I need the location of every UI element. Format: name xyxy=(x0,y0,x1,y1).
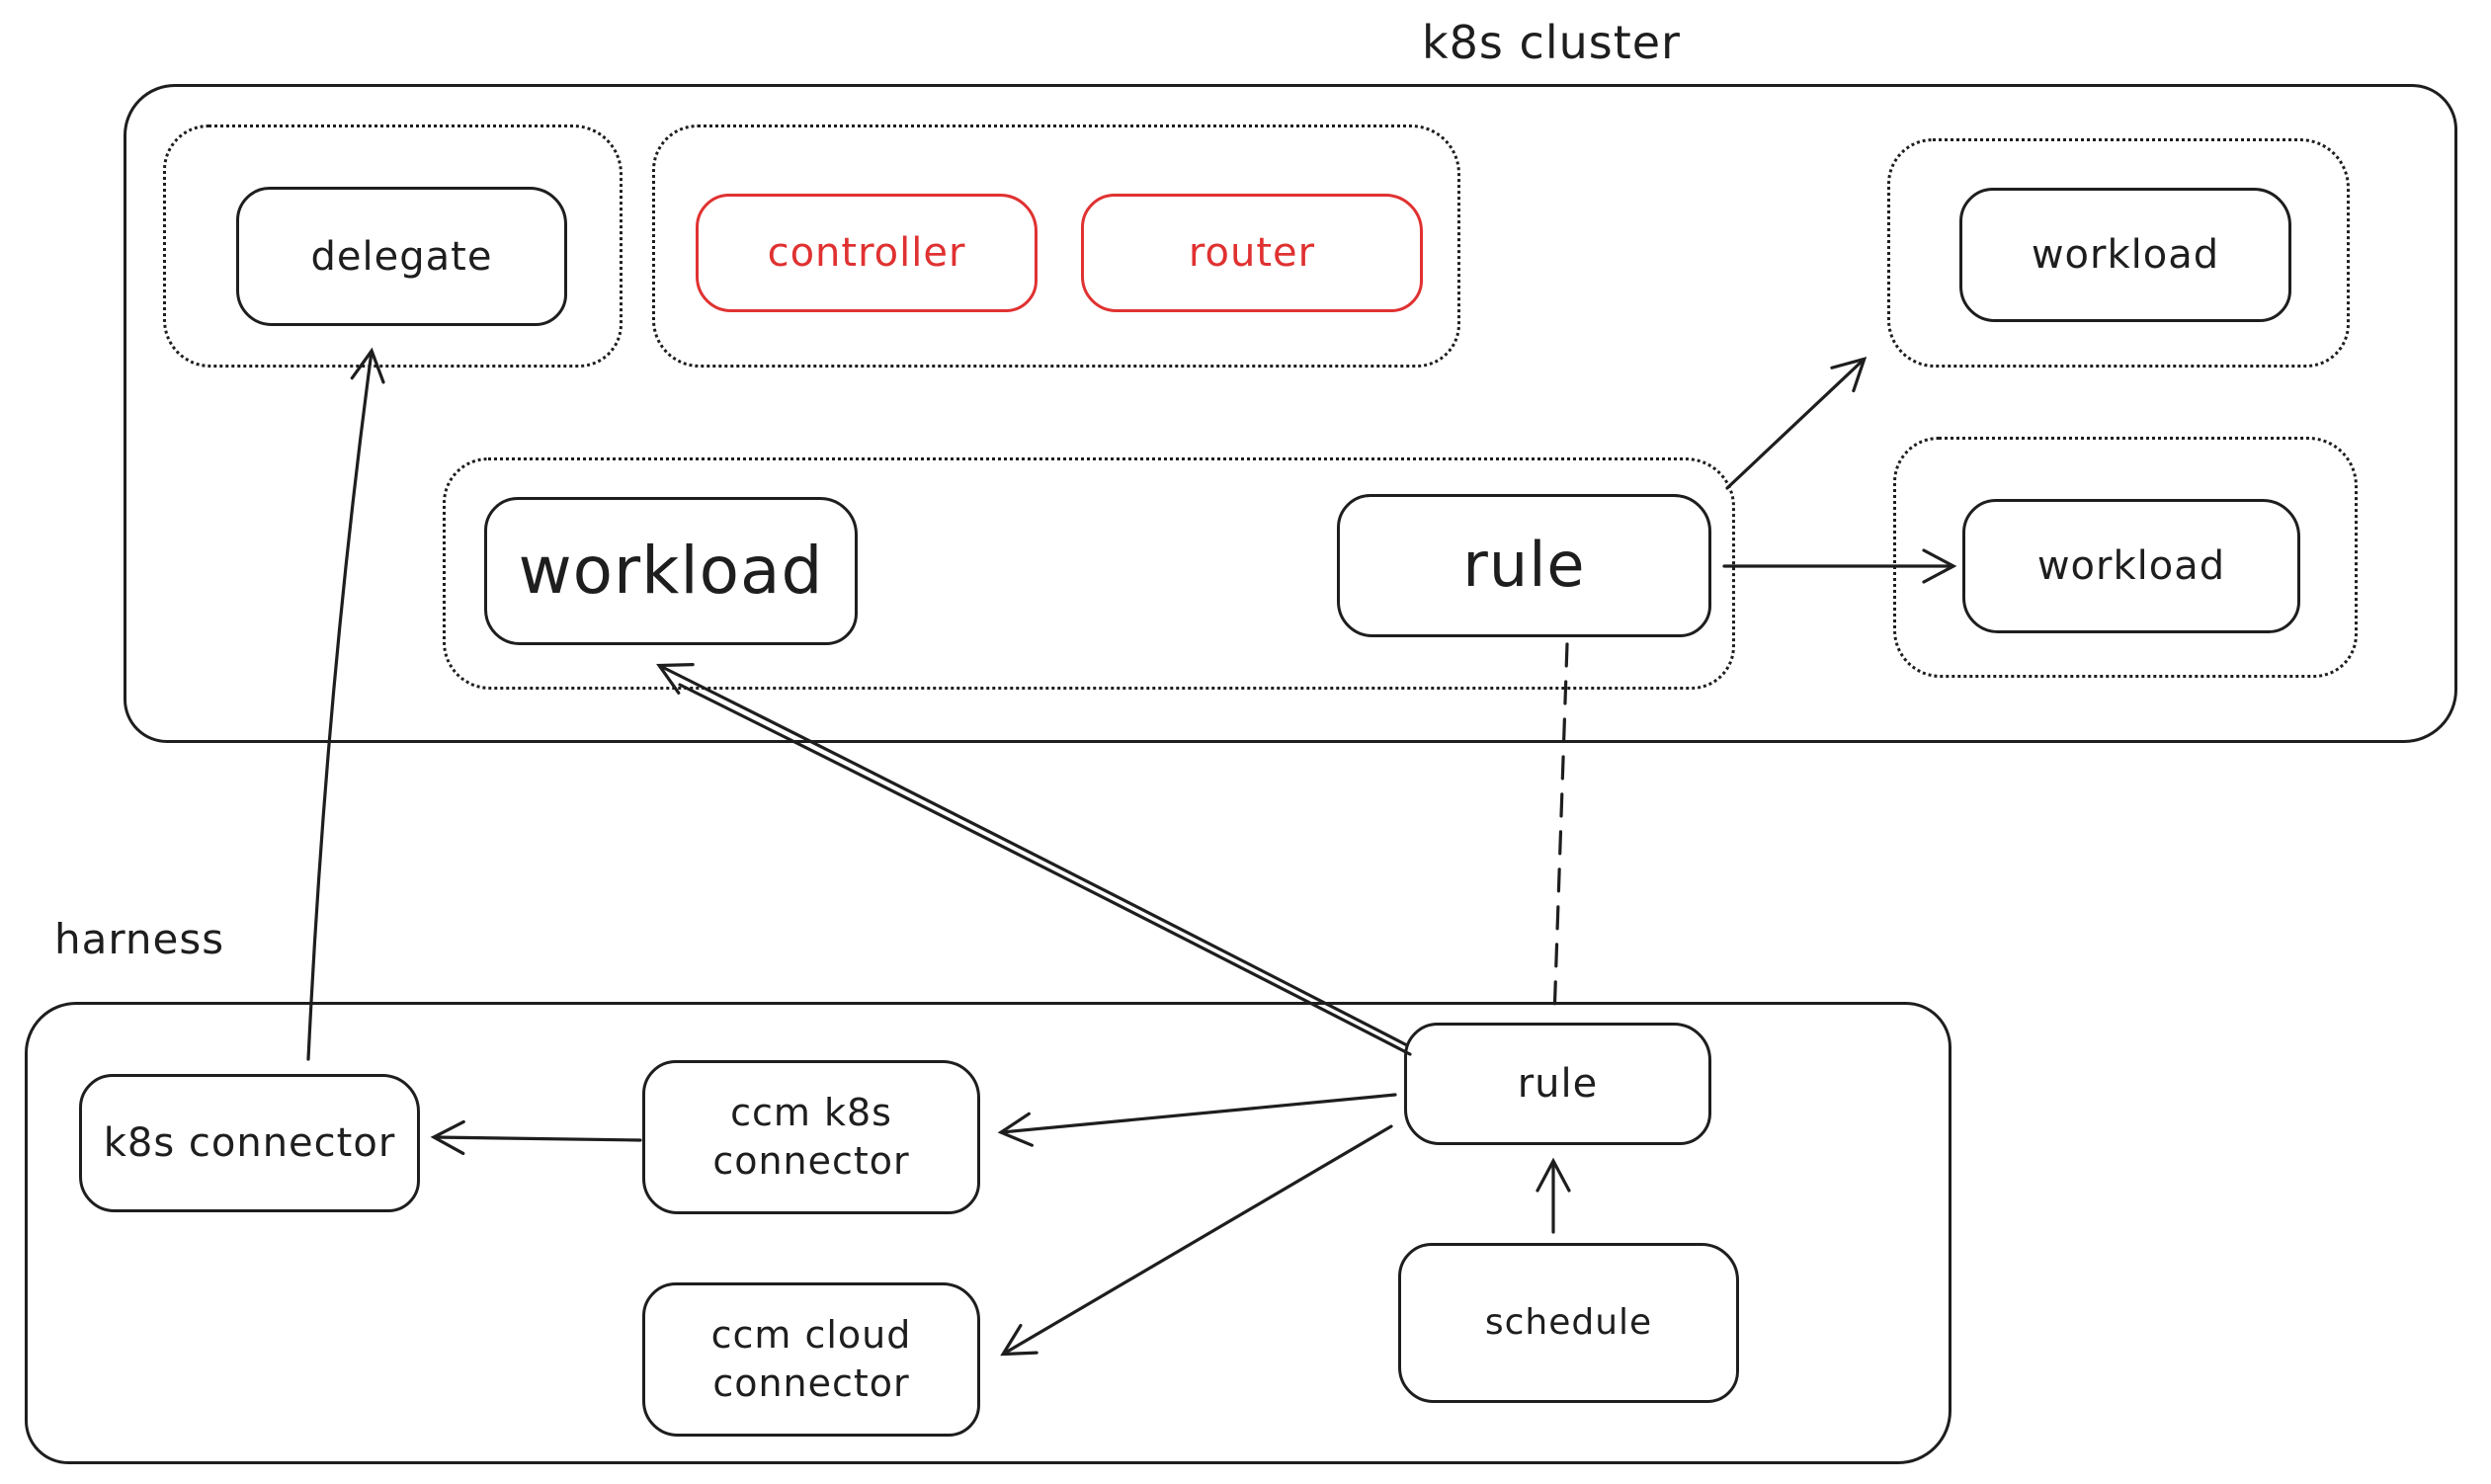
node-workload-top-right-label: workload xyxy=(2031,232,2220,278)
node-workload-main: workload xyxy=(484,497,858,645)
workload-top-right-zone xyxy=(1887,138,2350,368)
node-router-label: router xyxy=(1188,230,1316,276)
node-controller: controller xyxy=(696,194,1038,312)
node-workload-main-label: workload xyxy=(518,533,824,610)
node-schedule: schedule xyxy=(1398,1243,1739,1403)
node-router: router xyxy=(1081,194,1423,312)
node-rule-harness-label: rule xyxy=(1517,1061,1599,1107)
k8s-cluster-title: k8s cluster xyxy=(1422,16,1681,69)
workload-mid-right-zone xyxy=(1893,437,2358,678)
node-workload-top-right: workload xyxy=(1959,188,2291,322)
harness-title: harness xyxy=(54,915,225,963)
node-rule-main-label: rule xyxy=(1462,529,1586,602)
node-k8s-connector-label: k8s connector xyxy=(103,1120,396,1166)
node-rule-main: rule xyxy=(1337,494,1711,637)
node-ccm-k8s-connector-label: ccm k8s connector xyxy=(712,1090,910,1183)
node-ccm-cloud-connector: ccm cloud connector xyxy=(642,1282,980,1437)
node-workload-mid-right-label: workload xyxy=(2036,543,2226,589)
node-rule-harness: rule xyxy=(1404,1023,1711,1145)
node-delegate: delegate xyxy=(236,187,567,326)
node-ccm-cloud-connector-label: ccm cloud connector xyxy=(710,1312,912,1405)
controller-router-zone xyxy=(652,124,1460,368)
delegate-zone xyxy=(163,124,623,368)
node-controller-label: controller xyxy=(767,230,966,276)
node-workload-mid-right: workload xyxy=(1962,499,2300,633)
node-ccm-k8s-connector: ccm k8s connector xyxy=(642,1060,980,1214)
node-k8s-connector: k8s connector xyxy=(79,1074,420,1212)
node-delegate-label: delegate xyxy=(310,233,493,280)
node-schedule-label: schedule xyxy=(1484,1301,1653,1343)
